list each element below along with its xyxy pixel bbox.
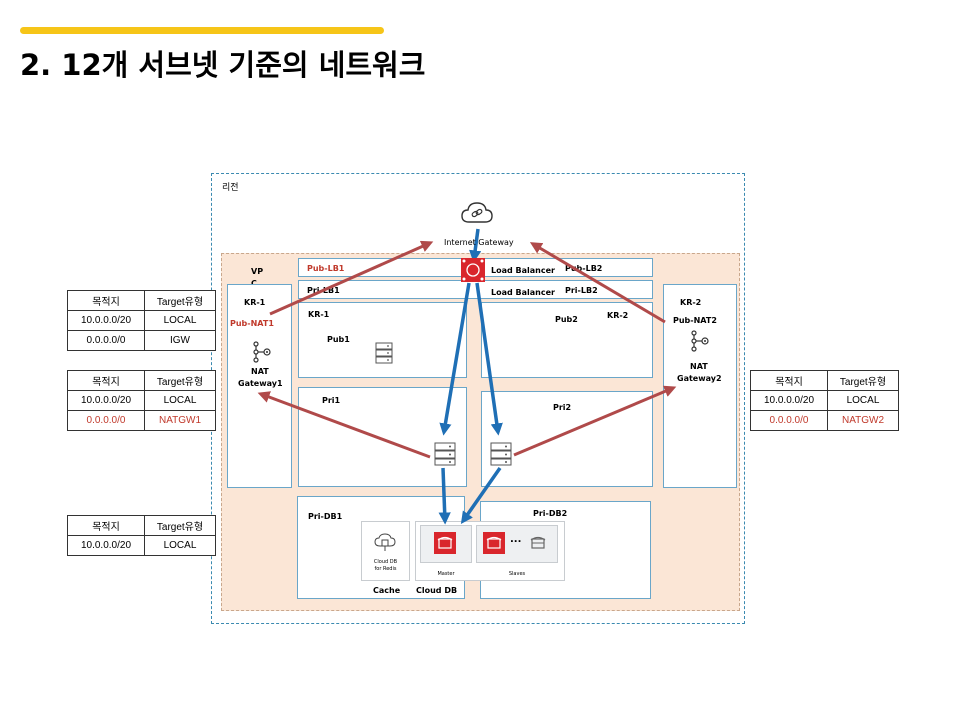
arrow-lb-to-pri1 xyxy=(439,282,471,436)
rt-header-target: Target유형 xyxy=(144,370,216,391)
arrow-nat2-to-igw xyxy=(529,242,666,324)
route-table-private-nat2: 목적지 Target유형 10.0.0.0/20 LOCAL 0.0.0.0/0… xyxy=(750,370,899,431)
arrow-lb-to-pri2 xyxy=(475,282,503,436)
vpc-label-line2: C xyxy=(251,279,257,288)
zone-kr1-label: KR-1 xyxy=(244,298,266,307)
arrow-pri1-to-master xyxy=(438,467,451,525)
load-balancer-label-1: Load Balancer xyxy=(491,266,555,275)
nat-gateway1-line1: NAT xyxy=(251,367,269,376)
rt-cell: NATGW2 xyxy=(827,410,899,431)
pri-db2-label: Pri-DB2 xyxy=(533,509,568,518)
rt-cell: 10.0.0.0/20 xyxy=(67,390,145,411)
redis-line1: Cloud DB xyxy=(373,559,398,565)
rt-cell: LOCAL xyxy=(144,390,216,411)
pub-lb2-label: Pub-LB2 xyxy=(565,264,603,273)
subnet-pri1 xyxy=(298,387,467,487)
rt-header-destination: 목적지 xyxy=(67,370,145,391)
rt-cell: LOCAL xyxy=(827,390,899,411)
rt-cell: 10.0.0.0/20 xyxy=(67,310,145,331)
rt-cell: 0.0.0.0/0 xyxy=(67,410,145,431)
rt-cell: 10.0.0.0/20 xyxy=(67,535,145,556)
arrow-pri2-to-nat2 xyxy=(513,385,677,457)
redis-panel xyxy=(361,521,410,581)
rt-header-target: Target유형 xyxy=(144,290,216,311)
pri2-label: Pri2 xyxy=(553,403,572,412)
rt-header-destination: 목적지 xyxy=(750,370,828,391)
nat-gateway2-icon xyxy=(688,330,710,352)
pri-db1-label: Pri-DB1 xyxy=(308,512,343,521)
zone-kr2-label: KR-2 xyxy=(680,298,702,307)
zone-kr1-nat xyxy=(227,284,292,488)
pri1-label: Pri1 xyxy=(322,396,341,405)
pri2-server-icon xyxy=(490,442,512,466)
pub-nat2-label: Pub-NAT2 xyxy=(673,316,717,325)
nat-gateway2-line1: NAT xyxy=(690,362,708,371)
pub2-label: Pub2 xyxy=(555,315,578,324)
page-title: 2. 12개 서브넷 기준의 네트워크 xyxy=(20,48,426,82)
subnet-pub2 xyxy=(481,302,653,378)
arrow-nat1-to-igw xyxy=(269,240,434,316)
subnet-pub1 xyxy=(298,302,467,378)
load-balancer-icon xyxy=(461,258,485,282)
pub1-server-icon xyxy=(375,342,393,364)
pri-lb2-label: Pri-LB2 xyxy=(565,286,598,295)
redis-line2: for Redis xyxy=(374,566,397,572)
internet-gateway-icon xyxy=(460,200,494,226)
route-table-public: 목적지 Target유형 10.0.0.0/20 LOCAL 0.0.0.0/0… xyxy=(67,290,216,351)
title-accent-bar xyxy=(20,27,384,34)
route-table-private-nat1: 목적지 Target유형 10.0.0.0/20 LOCAL 0.0.0.0/0… xyxy=(67,370,216,431)
pub-lb1-label: Pub-LB1 xyxy=(307,264,345,273)
clouddb-label: Cloud DB xyxy=(416,586,458,595)
slaves-ellipsis: ... xyxy=(510,534,522,545)
arrow-pri2-to-master xyxy=(460,466,502,525)
pub1-zone-label: KR-1 xyxy=(308,310,330,319)
rt-cell: LOCAL xyxy=(144,310,216,331)
route-table-db: 목적지 Target유형 10.0.0.0/20 LOCAL xyxy=(67,515,216,556)
arrow-pri1-to-nat1 xyxy=(257,391,431,459)
pri1-server-icon xyxy=(434,442,456,466)
pub-nat1-label: Pub-NAT1 xyxy=(230,319,274,328)
rt-cell: 10.0.0.0/20 xyxy=(750,390,828,411)
slave-db-icon xyxy=(483,532,505,554)
nat-gateway2-line2: Gateway2 xyxy=(677,374,722,383)
pub2-zone-label: KR-2 xyxy=(607,311,629,320)
rt-header-target: Target유형 xyxy=(827,370,899,391)
redis-icon xyxy=(374,532,396,552)
slaves-label: Slaves xyxy=(508,571,526,577)
nat-gateway1-icon xyxy=(250,341,272,363)
master-label: Master xyxy=(437,571,455,577)
rt-header-destination: 목적지 xyxy=(67,515,145,536)
rt-cell: IGW xyxy=(144,330,216,351)
rt-header-destination: 목적지 xyxy=(67,290,145,311)
arrow-igw-to-lb xyxy=(469,228,482,263)
region-label: 리전 xyxy=(222,183,239,193)
nat-gateway1-line2: Gateway1 xyxy=(238,379,283,388)
load-balancer-label-2: Load Balancer xyxy=(491,288,555,297)
slave-db-outline-icon xyxy=(527,532,549,554)
vpc-label-line1: VP xyxy=(251,267,264,276)
rt-cell: NATGW1 xyxy=(144,410,216,431)
pub1-label: Pub1 xyxy=(327,335,350,344)
rt-cell: 0.0.0.0/0 xyxy=(67,330,145,351)
rt-cell: LOCAL xyxy=(144,535,216,556)
master-db-icon xyxy=(434,532,456,554)
cache-label: Cache xyxy=(373,586,401,595)
internet-gateway-label: Internet Gateway xyxy=(444,238,514,247)
rt-cell: 0.0.0.0/0 xyxy=(750,410,828,431)
rt-header-target: Target유형 xyxy=(144,515,216,536)
